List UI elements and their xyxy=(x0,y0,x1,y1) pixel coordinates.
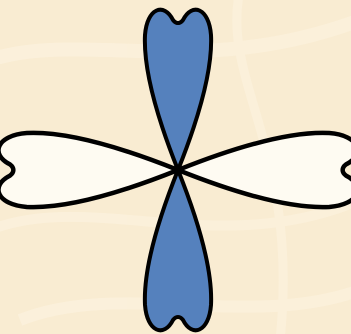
orbital-diagram xyxy=(0,0,351,334)
diagram-canvas xyxy=(0,0,351,334)
